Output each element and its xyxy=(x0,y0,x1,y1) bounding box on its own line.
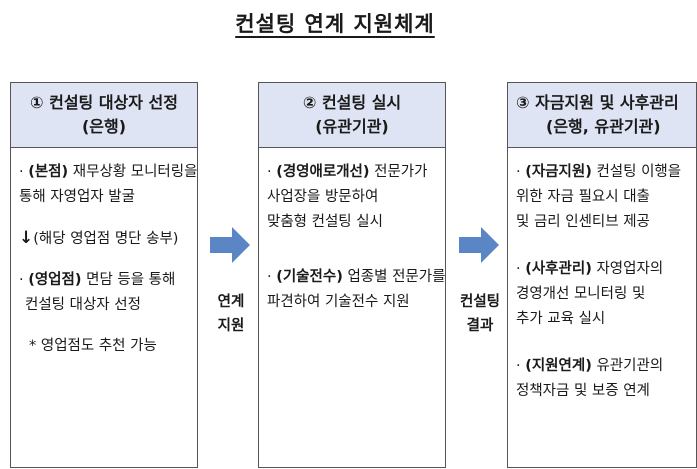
step-box-3: ③ 자금지원 및 사후관리 (은행, 유관기관) · (자금지원) 컨설팅 이행… xyxy=(507,82,697,468)
step-owner-2: (유관기관) xyxy=(315,117,389,136)
step-header-1: ① 컨설팅 대상자 선정 (은행) xyxy=(11,83,197,148)
list-item: · (지원연계) 유관기관의 정책자금 및 보증 연계 xyxy=(516,358,664,399)
connector-label-2: 컨설팅 결과 xyxy=(459,294,501,334)
list-item: · (경영애로개선) 전문가가 사업장을 방문하여 맞춤형 컨설팅 실시 xyxy=(267,164,428,230)
step-body-1: · (본점) 재무상황 모니터링을 통해 자영업자 발굴 ↓(해당 영업점 명단… xyxy=(11,148,197,359)
item-key: (기술전수) xyxy=(276,269,343,285)
list-item: · (자금지원) 컨설팅 이행을 위한 자금 필요시 대출 및 금리 인센티브 … xyxy=(516,164,682,230)
item-key: (본점) xyxy=(28,164,69,180)
item-key: (자금지원) xyxy=(525,164,592,180)
step-title-2: ② 컨설팅 실시 xyxy=(302,93,402,112)
step-header-3: ③ 자금지원 및 사후관리 (은행, 유관기관) xyxy=(508,83,696,148)
step-header-2: ② 컨설팅 실시 (유관기관) xyxy=(259,83,445,148)
list-item: · (본점) 재무상황 모니터링을 통해 자영업자 발굴 xyxy=(19,164,198,205)
connector-label-1: 연계 지원 xyxy=(217,294,245,334)
diagram-title: 컨설팅 연계 지원체계 xyxy=(235,12,435,36)
item-key: (영업점) xyxy=(28,272,82,288)
item-key: (경영애로개선) xyxy=(276,164,370,180)
list-item: · (사후관리) 자영업자의 경영개선 모니터링 및 추가 교육 실시 xyxy=(516,261,664,327)
step-box-1: ① 컨설팅 대상자 선정 (은행) · (본점) 재무상황 모니터링을 통해 자… xyxy=(10,82,198,468)
item-key: (사후관리) xyxy=(525,261,592,277)
step-box-2: ② 컨설팅 실시 (유관기관) · (경영애로개선) 전문가가 사업장을 방문하… xyxy=(258,82,446,468)
list-item: ↓(해당 영업점 명단 송부) xyxy=(19,228,179,248)
step-title-3: ③ 자금지원 및 사후관리 xyxy=(516,93,679,112)
step-body-2: · (경영애로개선) 전문가가 사업장을 방문하여 맞춤형 컨설팅 실시 · (… xyxy=(259,148,445,315)
item-key: (지원연계) xyxy=(525,358,592,374)
step-owner-3: (은행, 유관기관) xyxy=(546,117,661,136)
step-owner-1: (은행) xyxy=(81,117,127,136)
step-body-3: · (자금지원) 컨설팅 이행을 위한 자금 필요시 대출 및 금리 인센티브 … xyxy=(508,148,696,404)
footnote: * 영업점도 추천 가능 xyxy=(29,338,157,354)
step-title-1: ① 컨설팅 대상자 선정 xyxy=(29,93,179,112)
list-item: · (영업점) 면담 등을 통해 컨설팅 대상자 선정 xyxy=(19,272,176,313)
down-arrow-icon: ↓ xyxy=(19,228,34,248)
list-item: · (기술전수) 업종별 전문가를 파견하여 기술전수 지원 xyxy=(267,269,446,310)
